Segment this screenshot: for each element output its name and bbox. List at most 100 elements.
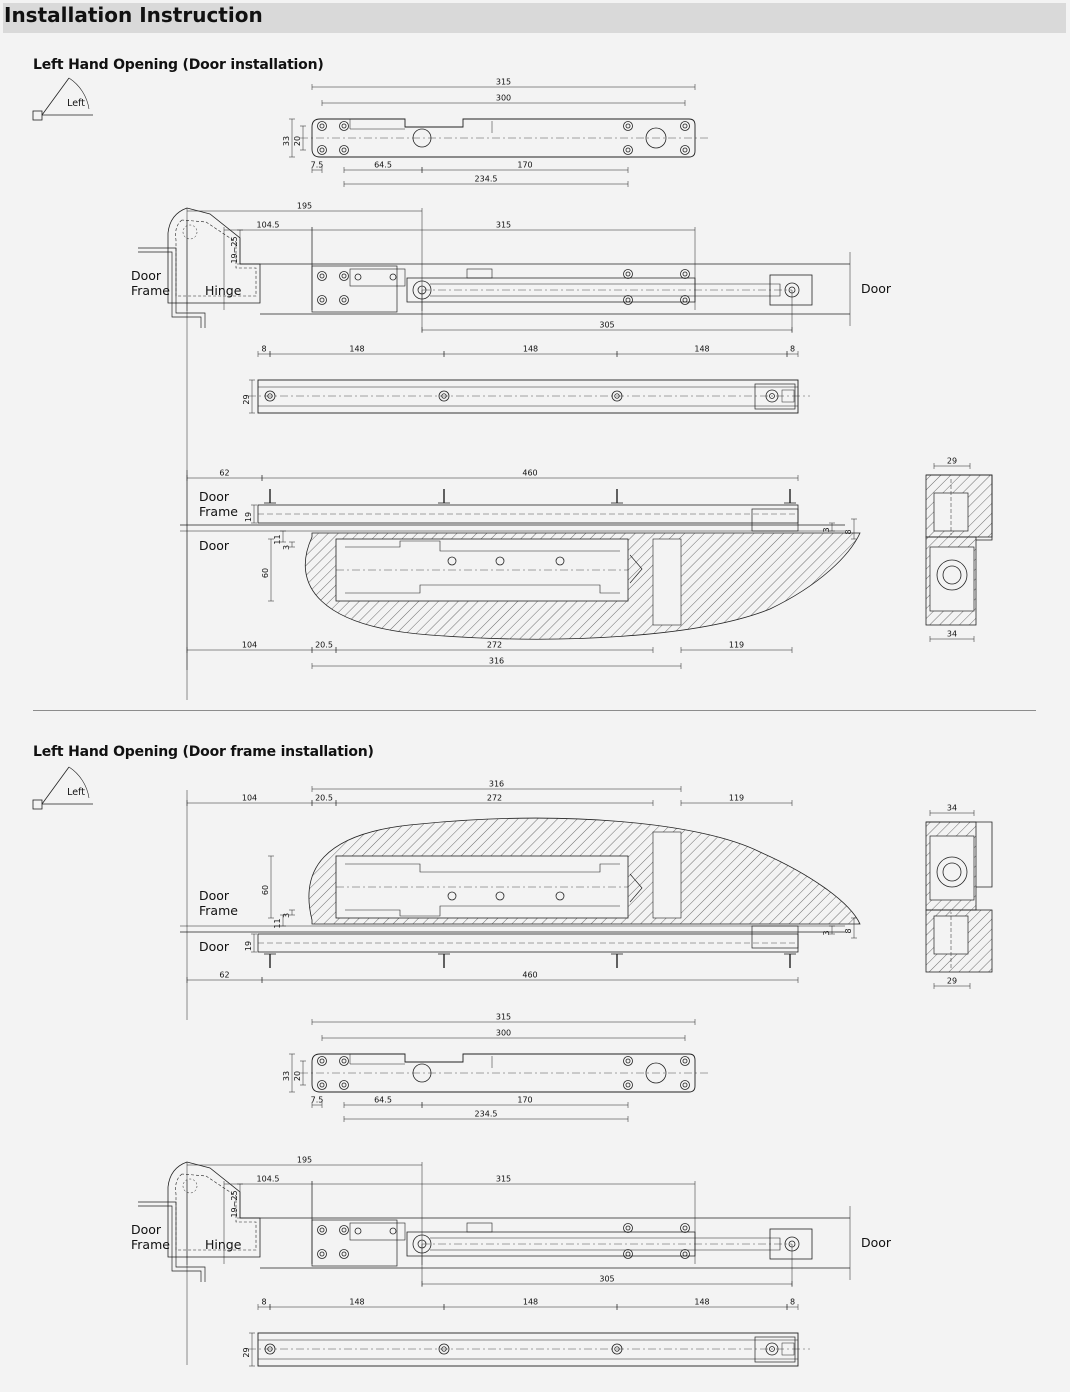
section-dim-side-a-1: 29 <box>947 977 957 986</box>
plate-dim-a-1: 64.5 <box>374 1096 392 1105</box>
arm-dim-305-1: 305 <box>599 1275 614 1284</box>
rail-dim-end2-0: 8 <box>790 345 795 354</box>
section-dim-length-0: 460 <box>522 469 537 478</box>
section-dim-gap-0: 11 <box>273 534 282 544</box>
section-dim-depth-0: 60 <box>261 568 270 578</box>
label-door-section-0: Door <box>199 538 230 553</box>
section-dim-b2-0: 20.5 <box>315 641 333 650</box>
section-dim-total-0: 316 <box>489 657 504 666</box>
arm-dim-offset-1: 195 <box>297 1156 312 1165</box>
plate-dim-inner-1: 20 <box>293 1071 302 1081</box>
rail-dim-end2-1: 8 <box>790 1298 795 1307</box>
rail-dim-s1-1: 148 <box>349 1298 364 1307</box>
arm-dim-length-1: 315 <box>496 1175 511 1184</box>
rail-dim-s3-0: 148 <box>694 345 709 354</box>
section-dim-t1-1: 3 <box>822 930 831 935</box>
section-dim-b4-1: 119 <box>729 794 744 803</box>
rail-dim-s1-0: 148 <box>349 345 364 354</box>
plate-dim-inner-0: 20 <box>293 136 302 146</box>
rail-dim-s3-1: 148 <box>694 1298 709 1307</box>
guide-rail-top: 29 8 148 148 148 8 <box>242 345 810 414</box>
section-dim-left-1: 62 <box>219 971 229 980</box>
rail-dim-height-1: 29 <box>242 1347 251 1357</box>
section-title-frame-installation: Left Hand Opening (Door frame installati… <box>33 744 374 760</box>
section-dim-b1-1: 104 <box>242 794 257 803</box>
section-dim-side-b-1: 34 <box>947 804 957 813</box>
plate-dim-height-1: 33 <box>282 1071 291 1081</box>
arm-dim-length-0: 315 <box>496 221 511 230</box>
label-door-arm-0: Door <box>861 281 892 296</box>
section-dim-t2-0: 8 <box>844 529 853 534</box>
rail-dim-end1-1: 8 <box>261 1298 266 1307</box>
arm-dim-305-0: 305 <box>599 321 614 330</box>
arm-dim-hinge-1: 104.5 <box>257 1175 280 1184</box>
section-dim-left-0: 62 <box>219 469 229 478</box>
section-dim-depth-1: 60 <box>261 885 270 895</box>
arm-dim-hinge-0: 104.5 <box>257 221 280 230</box>
section-dim-length-1: 460 <box>522 971 537 980</box>
side-view-bottom: 29 34 <box>925 804 993 989</box>
plate-dim-b-1: 170 <box>517 1096 532 1105</box>
section-dim-b3-1: 272 <box>487 794 502 803</box>
arm-dim-adjust-1: 19~25 <box>230 1190 239 1217</box>
hand-label-1: Left <box>67 787 85 798</box>
section-dim-gap2-1: 3 <box>282 913 291 918</box>
label-hinge-0: Hinge <box>205 283 242 298</box>
section-dim-frame-1: 19 <box>244 941 253 951</box>
section-dim-b2-1: 20.5 <box>315 794 333 803</box>
section-dim-t1-0: 3 <box>822 527 831 532</box>
section-dim-frame-0: 19 <box>244 512 253 522</box>
section-dim-b4-0: 119 <box>729 641 744 650</box>
section-dim-gap-1: 11 <box>273 918 282 928</box>
hand-label-0: Left <box>67 98 85 109</box>
section-divider <box>33 710 1036 711</box>
rail-dim-height-0: 29 <box>242 394 251 404</box>
section-title-door-installation: Left Hand Opening (Door installation) <box>33 57 324 73</box>
label-door-arm-1: Door <box>861 1235 892 1250</box>
guide-rail-bottom: 29 8 148 148 148 8 <box>242 1298 810 1367</box>
section-dim-side-b-0: 34 <box>947 630 957 639</box>
header-bar <box>3 3 1066 33</box>
arm-dim-adjust-0: 19~25 <box>230 236 239 263</box>
plate-dim-overall-1: 315 <box>496 1013 511 1022</box>
plate-dim-height-0: 33 <box>282 136 291 146</box>
plate-dim-holes-1: 300 <box>496 1029 511 1038</box>
rail-dim-end1-0: 8 <box>261 345 266 354</box>
plate-dim-edge-1: 7.5 <box>311 1096 324 1105</box>
section-dim-t2-1: 8 <box>844 928 853 933</box>
plate-dim-c-0: 234.5 <box>475 175 498 184</box>
arm-dim-offset-0: 195 <box>297 202 312 211</box>
section-dim-gap2-0: 3 <box>282 545 291 550</box>
plate-dim-edge-0: 7.5 <box>311 161 324 170</box>
section-dim-b1-0: 104 <box>242 641 257 650</box>
label-hinge-1: Hinge <box>205 1237 242 1252</box>
left-hand-icon: Left <box>32 77 93 121</box>
plate-dim-overall-0: 315 <box>496 78 511 87</box>
plate-dim-a-0: 64.5 <box>374 161 392 170</box>
plate-dim-c-1: 234.5 <box>475 1110 498 1119</box>
plate-dim-holes-0: 300 <box>496 94 511 103</box>
section-dim-b3-0: 272 <box>487 641 502 650</box>
rail-dim-s2-1: 148 <box>523 1298 538 1307</box>
left-hand-icon-2: Left <box>32 766 93 810</box>
label-door-section-1: Door <box>199 939 230 954</box>
plate-dim-b-0: 170 <box>517 161 532 170</box>
page-title: Installation Instruction <box>4 3 263 27</box>
side-view-top: 29 34 <box>925 457 993 642</box>
section-dim-side-a-0: 29 <box>947 457 957 466</box>
rail-dim-s2-0: 148 <box>523 345 538 354</box>
section-dim-total-1: 316 <box>489 780 504 789</box>
